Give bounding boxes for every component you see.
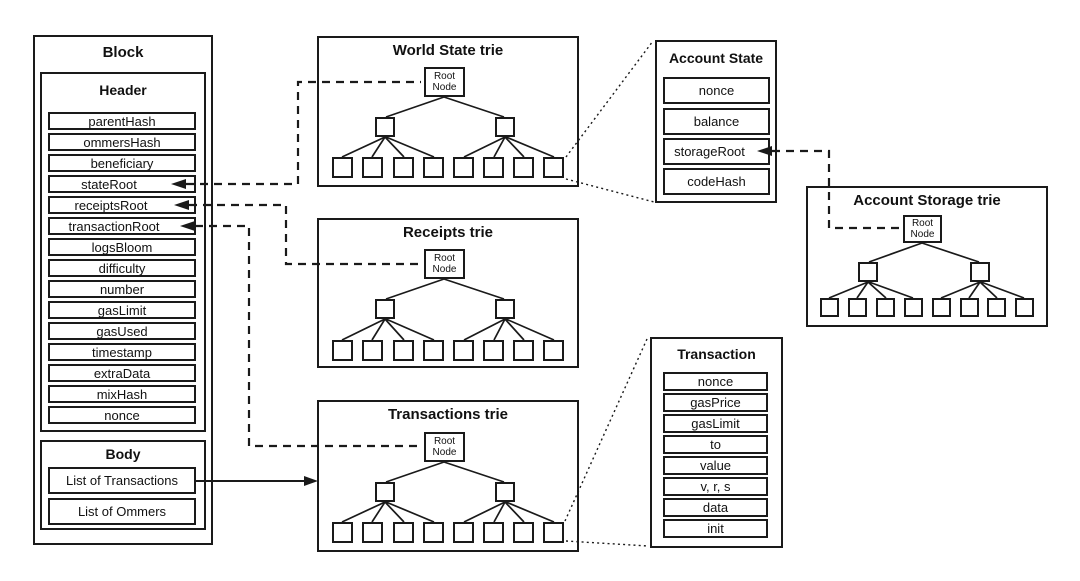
trie-leaf-node (453, 522, 474, 543)
edge-listoftransactions-to-transactionstrie (195, 476, 318, 486)
header-field-nonce: nonce (48, 406, 196, 424)
trie-branch-node (495, 117, 515, 137)
trie-leaf-node (332, 340, 353, 361)
transaction-field-to: to (663, 435, 768, 454)
trie-leaf-node (483, 522, 504, 543)
account-state-field-codehash: codeHash (663, 168, 770, 195)
body-item-list-of-transactions: List of Transactions (48, 467, 196, 494)
header-field-transactionroot: transactionRoot (48, 217, 196, 235)
trie-leaf-node (820, 298, 839, 317)
header-field-number: number (48, 280, 196, 298)
receipts-trie-root-node: Root Node (424, 249, 465, 279)
trie-leaf-node (332, 522, 353, 543)
transaction-field-gaslimit: gasLimit (663, 414, 768, 433)
account-state-field-storageroot: storageRoot (663, 138, 770, 165)
trie-branch-node (375, 482, 395, 502)
trie-leaf-node (848, 298, 867, 317)
header-field-beneficiary: beneficiary (48, 154, 196, 172)
trie-branch-node (970, 262, 990, 282)
trie-leaf-node (483, 340, 504, 361)
world-state-trie-root-node: Root Node (424, 67, 465, 97)
header-title: Header (99, 82, 147, 98)
trie-branch-node (858, 262, 878, 282)
header-field-gasused: gasUsed (48, 322, 196, 340)
header-field-receiptsroot: receiptsRoot (48, 196, 196, 214)
header-field-mixhash: mixHash (48, 385, 196, 403)
trie-leaf-node (987, 298, 1006, 317)
body-title: Body (105, 446, 141, 462)
trie-leaf-node (393, 340, 414, 361)
trie-leaf-node (543, 157, 564, 178)
trie-leaf-node (1015, 298, 1034, 317)
transaction-field-gasprice: gasPrice (663, 393, 768, 412)
trie-leaf-node (960, 298, 979, 317)
world-state-trie-title: World State trie (392, 42, 504, 59)
account-storage-trie-root-node: Root Node (903, 215, 942, 243)
expansion-worldstate-leaf-to-accountstate (565, 40, 655, 203)
trie-leaf-node (483, 157, 504, 178)
trie-leaf-node (876, 298, 895, 317)
trie-leaf-node (423, 157, 444, 178)
receipts-trie-title: Receipts trie (402, 224, 494, 241)
block-title: Block (102, 44, 144, 61)
trie-leaf-node (393, 522, 414, 543)
body-item-list-of-ommers: List of Ommers (48, 498, 196, 525)
trie-leaf-node (453, 157, 474, 178)
trie-branch-node (495, 299, 515, 319)
transaction-title: Transaction (677, 346, 756, 362)
trie-branch-node (375, 117, 395, 137)
header-field-stateroot: stateRoot (48, 175, 196, 193)
transactions-trie-root-node: Root Node (424, 432, 465, 462)
trie-leaf-node (932, 298, 951, 317)
transaction-field-value: value (663, 456, 768, 475)
trie-leaf-node (543, 522, 564, 543)
transaction-field-nonce: nonce (663, 372, 768, 391)
account-state-field-nonce: nonce (663, 77, 770, 104)
arrowhead-right-icon (304, 476, 318, 486)
trie-leaf-node (332, 157, 353, 178)
header-field-logsbloom: logsBloom (48, 238, 196, 256)
header-field-ommershash: ommersHash (48, 133, 196, 151)
trie-leaf-node (423, 340, 444, 361)
account-state-field-balance: balance (663, 108, 770, 135)
trie-leaf-node (543, 340, 564, 361)
header-field-gaslimit: gasLimit (48, 301, 196, 319)
transactions-trie-title: Transactions trie (387, 406, 509, 423)
transaction-field-data: data (663, 498, 768, 517)
transaction-field-vrs: v, r, s (663, 477, 768, 496)
header-field-timestamp: timestamp (48, 343, 196, 361)
trie-leaf-node (362, 340, 383, 361)
trie-leaf-node (513, 340, 534, 361)
trie-leaf-node (513, 522, 534, 543)
trie-leaf-node (423, 522, 444, 543)
trie-leaf-node (362, 157, 383, 178)
transaction-field-init: init (663, 519, 768, 538)
trie-branch-node (375, 299, 395, 319)
header-field-parenthash: parentHash (48, 112, 196, 130)
trie-leaf-node (393, 157, 414, 178)
account-storage-trie-title: Account Storage trie (853, 192, 1001, 209)
trie-leaf-node (362, 522, 383, 543)
trie-leaf-node (513, 157, 534, 178)
header-field-difficulty: difficulty (48, 259, 196, 277)
trie-branch-node (495, 482, 515, 502)
account-state-title: Account State (668, 50, 764, 66)
trie-leaf-node (453, 340, 474, 361)
header-field-extradata: extraData (48, 364, 196, 382)
trie-leaf-node (904, 298, 923, 317)
